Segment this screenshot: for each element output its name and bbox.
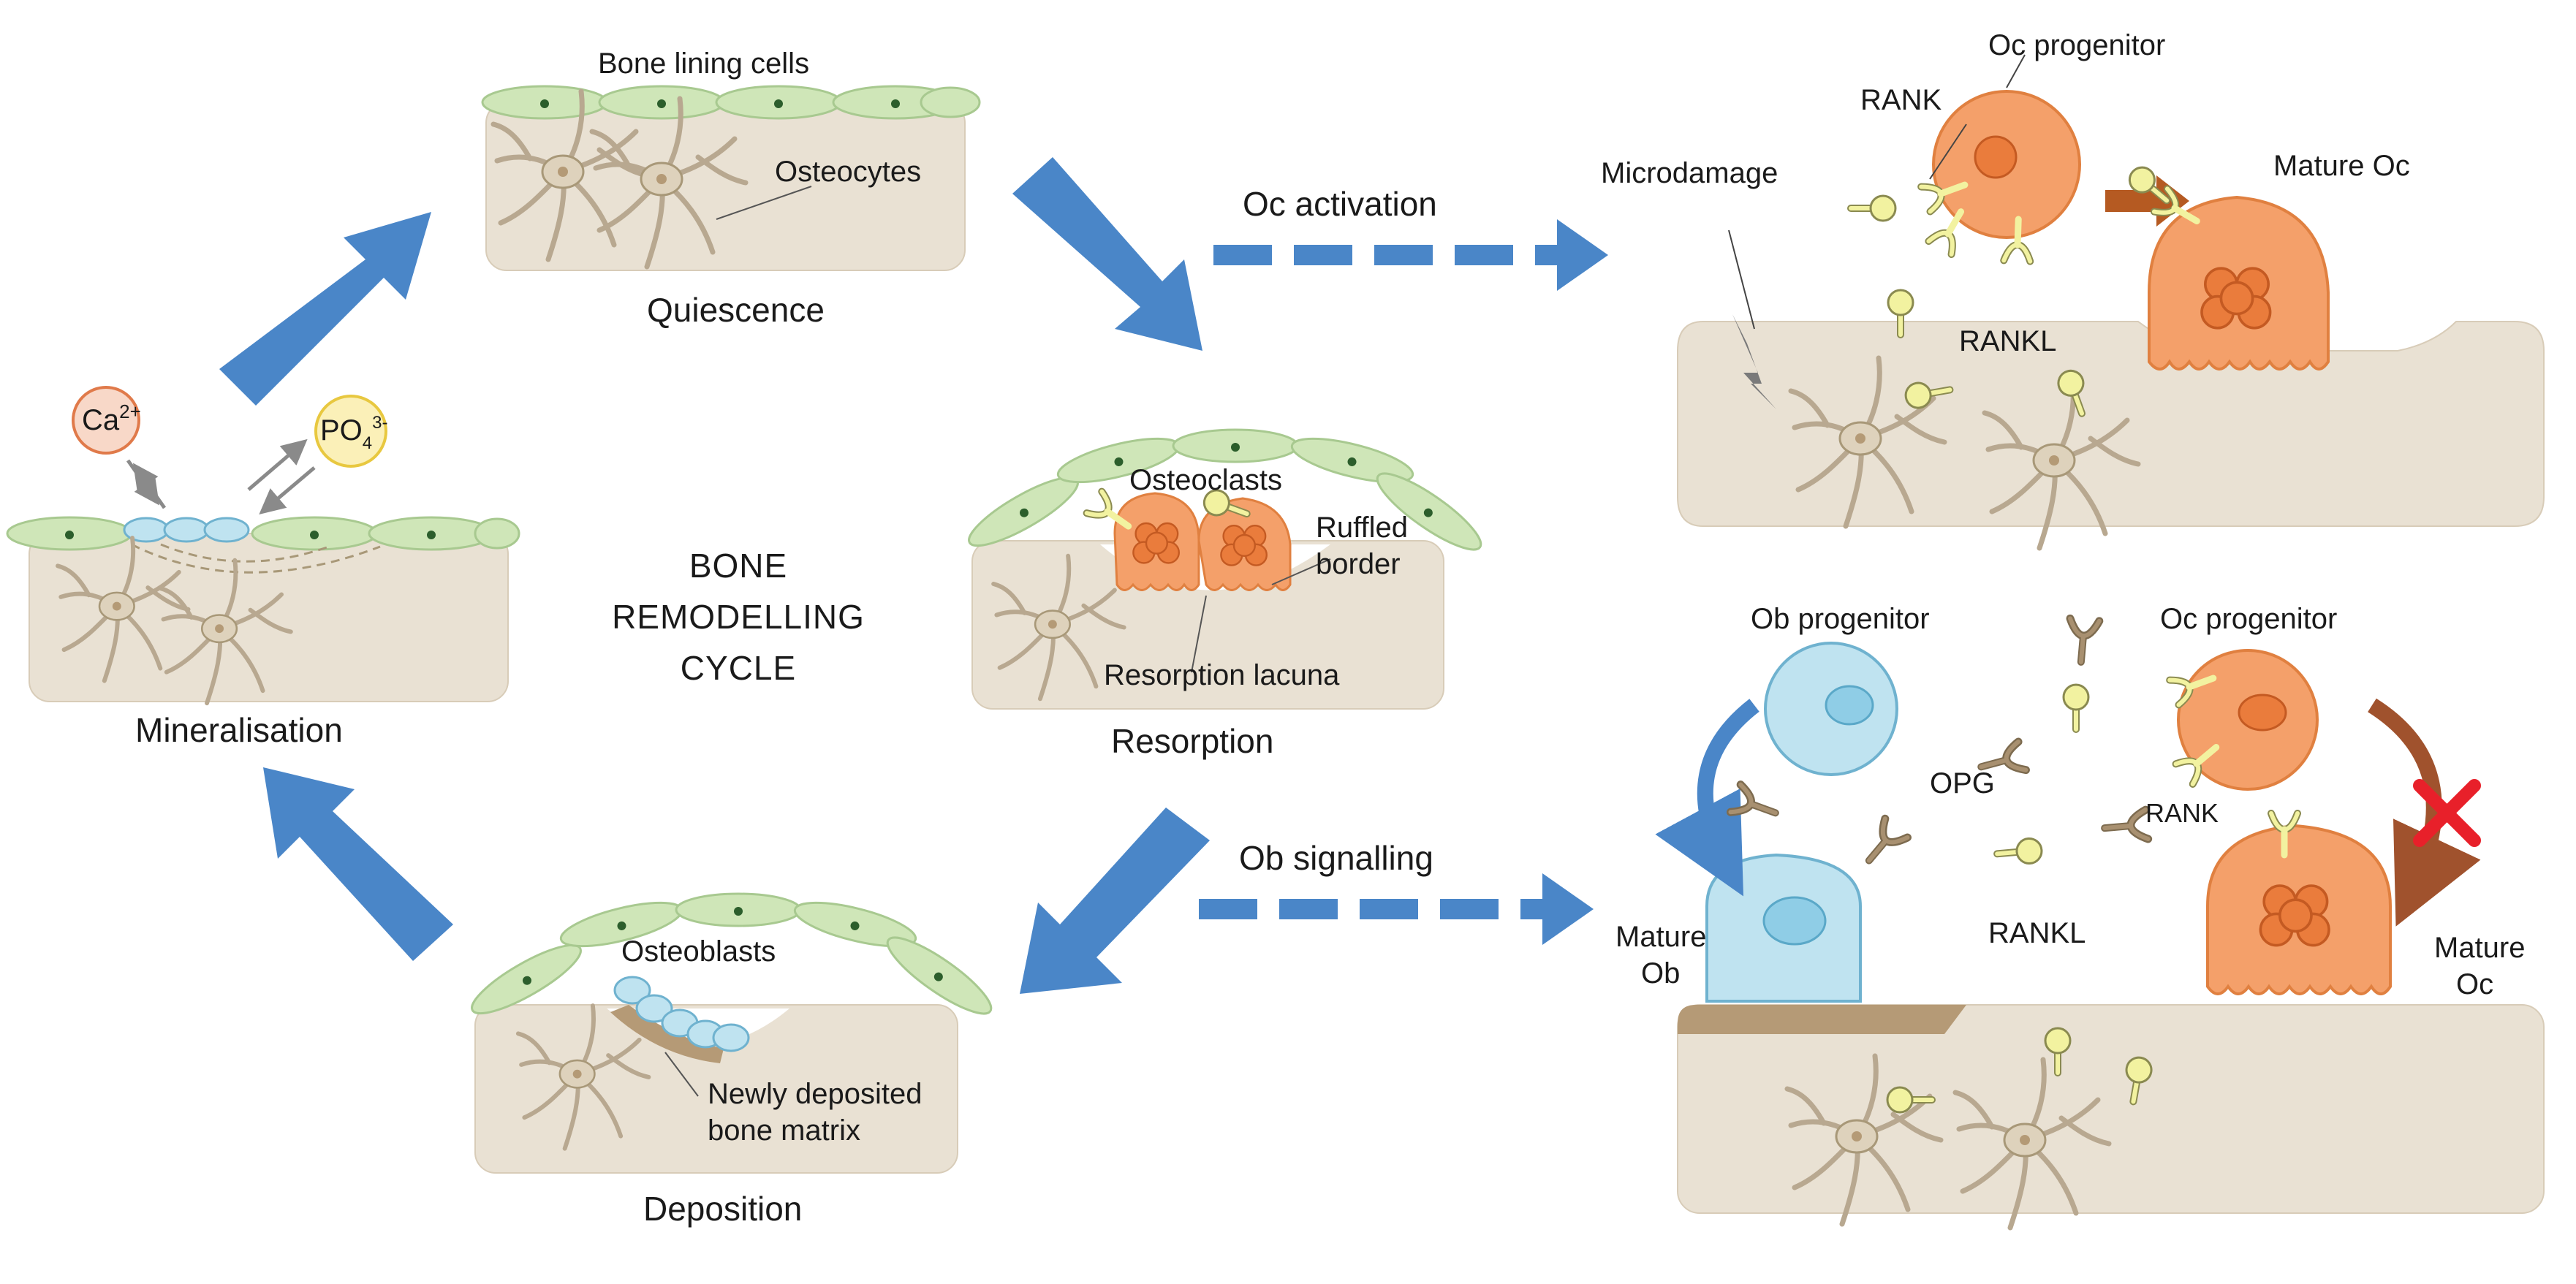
oc-progenitor-cell bbox=[1921, 90, 2081, 262]
osteoclasts-label: Osteoclasts bbox=[1129, 464, 1282, 496]
mineralisation-panel: Ca2+ PO43- Mineralisation bbox=[6, 386, 520, 749]
mature-ob-cell bbox=[1705, 853, 1862, 1003]
oc-progenitor-cell-bottom bbox=[2170, 649, 2319, 791]
svg-text:REMODELLING: REMODELLING bbox=[612, 598, 865, 636]
osteoclast-2 bbox=[1197, 497, 1292, 591]
phosphate-ion-icon: PO43- bbox=[314, 395, 388, 468]
matrix-label-2: bone matrix bbox=[708, 1114, 860, 1147]
mineralisation-title: Mineralisation bbox=[135, 711, 343, 749]
oc-activation-label: Oc activation bbox=[1243, 185, 1437, 223]
deposition-panel: Osteoblasts Newly deposited bone matrix … bbox=[463, 892, 1001, 1228]
quiescence-title: Quiescence bbox=[647, 291, 825, 329]
cycle-center-label: BONE REMODELLING CYCLE bbox=[612, 547, 865, 687]
osteoblasts-label: Osteoblasts bbox=[621, 935, 776, 968]
oc-progenitor-label-top: Oc progenitor bbox=[1988, 29, 2165, 61]
inhibition-x-icon bbox=[2413, 779, 2481, 847]
rankl-label-top: RANKL bbox=[1959, 325, 2056, 357]
osteoblast-row bbox=[613, 976, 750, 1052]
resorption-title: Resorption bbox=[1111, 722, 1273, 760]
signalling-panel: Ob progenitor Oc progenitor OPG RANK RAN… bbox=[1615, 603, 2545, 1228]
cycle-arrow-to-quiescence bbox=[219, 212, 431, 406]
deposition-title: Deposition bbox=[643, 1190, 802, 1228]
mature-oc-label-1: Mature bbox=[2434, 932, 2526, 964]
ob-progenitor-cell bbox=[1764, 642, 1898, 776]
ruffled-label-1: Ruffled bbox=[1316, 512, 1408, 544]
oc-activation-arrow: Oc activation bbox=[1213, 185, 1608, 291]
rank-label-top: RANK bbox=[1860, 84, 1942, 116]
opg-label: OPG bbox=[1930, 767, 1995, 799]
svg-text:PO43-: PO43- bbox=[320, 413, 388, 453]
quiescence-panel: Bone lining cells Osteocytes Quiescence bbox=[481, 48, 981, 329]
ob-signalling-arrow: Ob signalling bbox=[1199, 839, 1594, 945]
osteocytes-label: Osteocytes bbox=[775, 156, 921, 188]
calcium-ion-icon: Ca2+ bbox=[72, 386, 141, 455]
svg-text:Ca2+: Ca2+ bbox=[82, 400, 141, 436]
cycle-arrow-to-resorption bbox=[1012, 157, 1202, 351]
mature-oc-cell-bottom bbox=[2206, 813, 2392, 995]
mature-oc-label-top: Mature Oc bbox=[2273, 150, 2410, 182]
mineralising-osteoblasts bbox=[123, 517, 250, 543]
lacuna-label: Resorption lacuna bbox=[1104, 659, 1340, 691]
ob-progenitor-label: Ob progenitor bbox=[1751, 603, 1930, 635]
rankl-label-bottom: RANKL bbox=[1988, 917, 2086, 949]
osteoclast-1 bbox=[1113, 492, 1200, 591]
lining-cells-label: Bone lining cells bbox=[598, 48, 809, 80]
svg-text:BONE: BONE bbox=[689, 547, 787, 585]
mature-oc-label-2: Oc bbox=[2456, 968, 2493, 1000]
mature-ob-label-1: Mature bbox=[1615, 921, 1707, 953]
mature-oc-cell bbox=[2124, 162, 2330, 371]
oc-progenitor-label-bottom: Oc progenitor bbox=[2160, 603, 2337, 635]
ob-signalling-label: Ob signalling bbox=[1239, 839, 1433, 877]
svg-text:CYCLE: CYCLE bbox=[681, 649, 796, 687]
rank-label-bottom: RANK bbox=[2145, 798, 2219, 828]
resorption-panel: Osteoclasts Ruffled border Resorption la… bbox=[960, 428, 1490, 760]
microdamage-label: Microdamage bbox=[1601, 157, 1778, 189]
matrix-label-1: Newly deposited bbox=[708, 1078, 923, 1110]
mature-ob-label-2: Ob bbox=[1641, 957, 1680, 989]
ruffled-label-2: border bbox=[1316, 548, 1401, 580]
cycle-arrow-to-mineralisation bbox=[263, 767, 453, 961]
activation-panel: Microdamage RANK Oc progenitor Mature Oc… bbox=[1601, 29, 2545, 548]
cycle-arrow-to-deposition bbox=[1020, 808, 1210, 994]
